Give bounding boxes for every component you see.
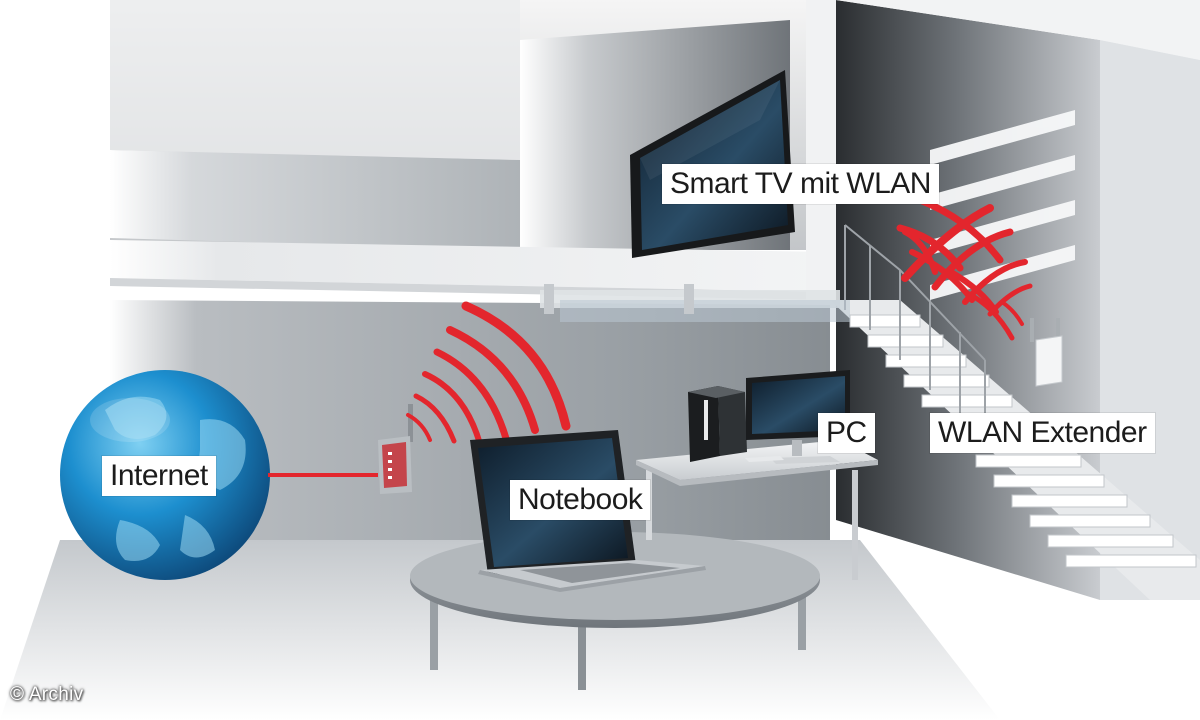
wlan-extender-icon: [1030, 318, 1063, 387]
label-pc: PC: [818, 413, 875, 453]
image-credit: © Archiv: [10, 684, 84, 705]
desktop-pc-icon: [688, 386, 747, 462]
wifi-signal-icon: [406, 301, 571, 447]
label-notebook: Notebook: [510, 480, 651, 520]
router-icon: [378, 404, 413, 494]
stairwell: [830, 0, 1200, 600]
label-internet: Internet: [102, 456, 216, 496]
upper-floor-room: [110, 0, 836, 300]
label-smart-tv: Smart TV mit WLAN: [662, 164, 939, 204]
label-wlan-extender: WLAN Extender: [930, 413, 1155, 453]
wifi-signal-icon: [896, 196, 1033, 341]
